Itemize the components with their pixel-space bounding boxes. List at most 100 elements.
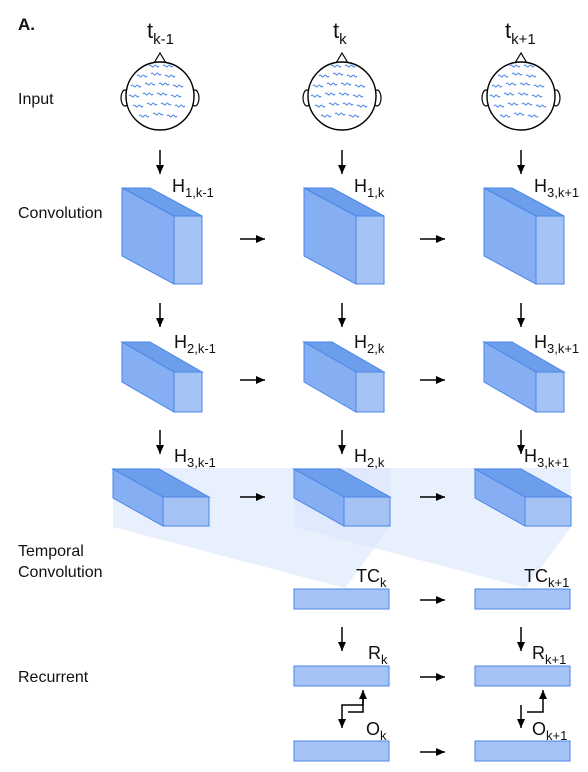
conv-block-3 bbox=[111, 468, 211, 527]
eeg-wave bbox=[326, 82, 338, 86]
eeg-wave bbox=[130, 84, 142, 88]
arrow-loop-up bbox=[527, 690, 547, 713]
layer-label: Rk+1 bbox=[532, 643, 566, 667]
eeg-wave bbox=[164, 74, 176, 78]
eeg-wave bbox=[152, 112, 164, 116]
eeg-wave bbox=[535, 104, 547, 108]
eeg-wave bbox=[158, 82, 170, 86]
eeg-wave bbox=[491, 84, 503, 88]
eeg-wave bbox=[138, 114, 150, 118]
eeg-wave bbox=[505, 82, 517, 86]
conv3-blocks bbox=[111, 468, 573, 527]
row-label-input: Input bbox=[18, 91, 54, 108]
eeg-wave bbox=[332, 72, 344, 76]
eeg-wave bbox=[324, 92, 336, 96]
eeg-head-icon bbox=[120, 51, 200, 131]
eeg-wave bbox=[128, 94, 140, 98]
eeg-wave bbox=[342, 102, 354, 106]
eeg-wave bbox=[136, 74, 148, 78]
layer-label: H1,k bbox=[354, 176, 385, 200]
eeg-wave bbox=[513, 112, 525, 116]
timestep-label: tk bbox=[333, 18, 347, 48]
conv-block-1 bbox=[121, 187, 203, 285]
eeg-wave bbox=[356, 104, 368, 108]
eeg-wave bbox=[160, 102, 172, 106]
eeg-wave bbox=[170, 94, 182, 98]
conv-block-2 bbox=[120, 341, 204, 413]
layer-label: Rk bbox=[368, 643, 388, 667]
layer-label: H2,k bbox=[354, 446, 385, 470]
layer-label: H3,k+1 bbox=[534, 332, 579, 356]
recurrent-bar bbox=[474, 665, 571, 687]
eeg-wave bbox=[346, 74, 358, 78]
row-label-convolution: Convolution bbox=[18, 205, 103, 222]
layer-labels: H1,k-1 H1,k H3,k+1 H2,k-1 H2,k H3,k+1 H3… bbox=[172, 176, 579, 743]
eeg-wave bbox=[521, 102, 533, 106]
eeg-wave bbox=[312, 84, 324, 88]
eeg-head-icon bbox=[481, 51, 561, 131]
eeg-wave bbox=[354, 84, 366, 88]
conv-block-2 bbox=[302, 341, 386, 413]
layer-label: H1,k-1 bbox=[172, 176, 214, 200]
output-bar bbox=[293, 740, 390, 762]
tc-bar bbox=[293, 588, 390, 610]
arrow-loop-up bbox=[348, 690, 367, 713]
input-heads bbox=[120, 51, 561, 131]
row-label-temporal-convolution: Convolution bbox=[18, 564, 103, 581]
eeg-wave bbox=[166, 114, 178, 118]
eeg-wave bbox=[523, 64, 535, 68]
flat-layers bbox=[293, 588, 571, 762]
layer-label: TCk bbox=[356, 566, 387, 590]
tc-bar bbox=[474, 588, 571, 610]
eeg-wave bbox=[531, 94, 543, 98]
row-label-recurrent: Recurrent bbox=[18, 669, 89, 686]
eeg-head-icon bbox=[302, 51, 382, 131]
eeg-wave bbox=[507, 102, 519, 106]
layer-label: Ok bbox=[366, 719, 387, 743]
conv-block-2 bbox=[482, 341, 566, 413]
layer-label: H2,k-1 bbox=[174, 332, 216, 356]
eeg-wave bbox=[525, 74, 537, 78]
eeg-wave bbox=[330, 64, 342, 68]
timestep-label: tk-1 bbox=[147, 18, 174, 48]
eeg-wave bbox=[174, 104, 186, 108]
eeg-wave bbox=[334, 112, 346, 116]
eeg-wave bbox=[344, 64, 356, 68]
eeg-wave bbox=[172, 84, 184, 88]
eeg-wave bbox=[497, 74, 509, 78]
row-label-temporal: Temporal bbox=[18, 543, 84, 560]
conv-block-3 bbox=[292, 468, 392, 527]
layer-label: H3,k-1 bbox=[174, 446, 216, 470]
recurrent-bar bbox=[293, 665, 390, 687]
eeg-wave bbox=[340, 82, 352, 86]
row-labels: Input Convolution Temporal Convolution R… bbox=[18, 91, 103, 686]
eeg-wave bbox=[503, 92, 515, 96]
conv2-blocks bbox=[120, 341, 566, 413]
layer-label: H3,k+1 bbox=[524, 446, 569, 470]
layer-label: H2,k bbox=[354, 332, 385, 356]
eeg-wave bbox=[318, 74, 330, 78]
conv-block-1 bbox=[303, 187, 385, 285]
eeg-wave bbox=[527, 114, 539, 118]
eeg-wave bbox=[509, 64, 521, 68]
eeg-wave bbox=[132, 104, 144, 108]
conv-block-3 bbox=[473, 468, 573, 527]
eeg-wave bbox=[517, 92, 529, 96]
eeg-wave bbox=[511, 72, 523, 76]
eeg-wave bbox=[499, 114, 511, 118]
eeg-wave bbox=[148, 64, 160, 68]
layer-label: TCk+1 bbox=[524, 566, 569, 590]
eeg-wave bbox=[489, 94, 501, 98]
conv1-blocks bbox=[121, 187, 565, 285]
arrows bbox=[156, 150, 547, 756]
layer-label: H3,k+1 bbox=[534, 176, 579, 200]
eeg-wave bbox=[162, 64, 174, 68]
eeg-wave bbox=[352, 94, 364, 98]
timestep-headers: tk-1 tk tk+1 bbox=[147, 18, 536, 48]
eeg-wave bbox=[328, 102, 340, 106]
eeg-wave bbox=[338, 92, 350, 96]
eeg-wave bbox=[493, 104, 505, 108]
eeg-wave bbox=[146, 102, 158, 106]
eeg-wave bbox=[519, 82, 531, 86]
